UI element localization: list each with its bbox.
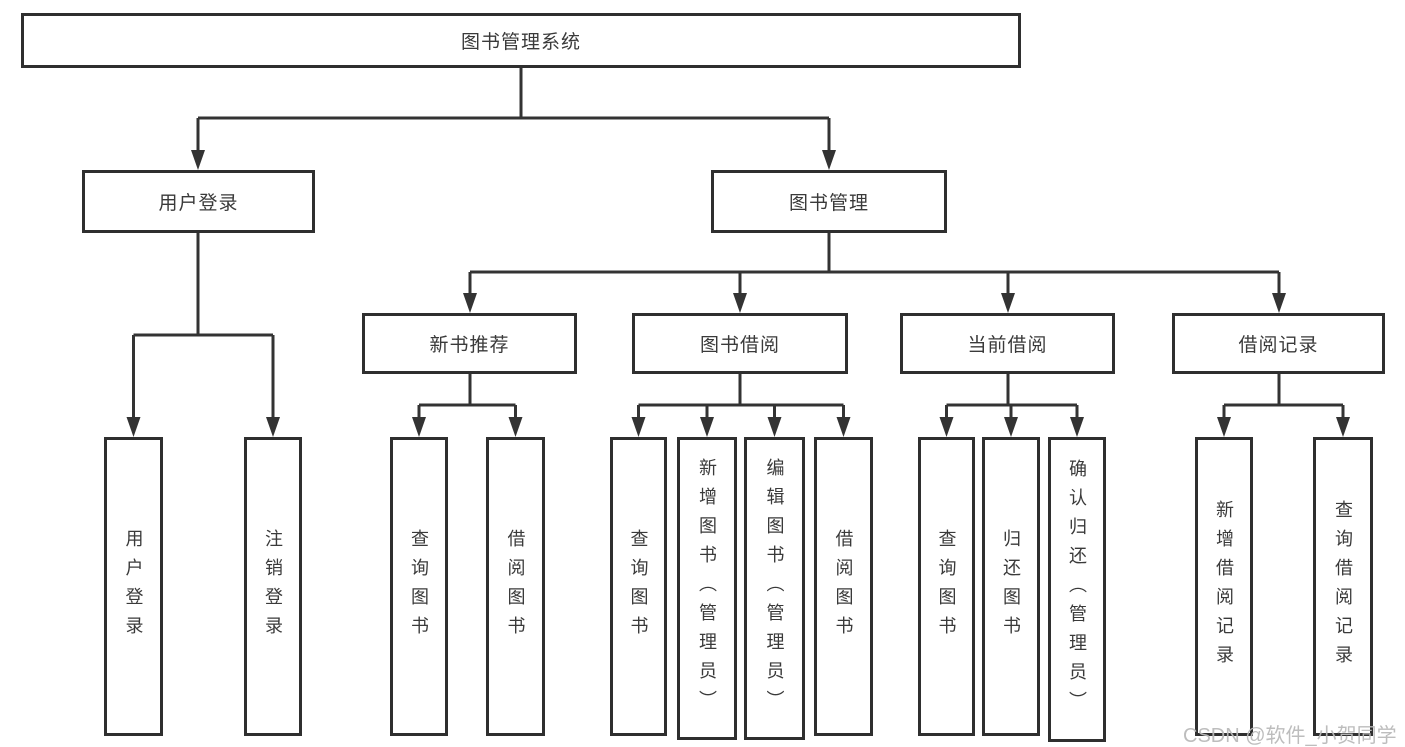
leaf-logout: 注销登录 <box>244 437 302 736</box>
arrowhead-group <box>126 150 1350 437</box>
leaf-return-book: 归还图书 <box>982 437 1040 736</box>
node-new-book-recommend: 新书推荐 <box>362 313 577 374</box>
node-current-borrow: 当前借阅 <box>900 313 1115 374</box>
leaf-edit-book-admin: 编辑图书（管理员） <box>744 437 805 740</box>
node-root-system: 图书管理系统 <box>21 13 1021 68</box>
node-borrow-records: 借阅记录 <box>1172 313 1385 374</box>
leaf-add-book-admin: 新增图书（管理员） <box>677 437 737 740</box>
node-book-borrow: 图书借阅 <box>632 313 848 374</box>
node-book-management: 图书管理 <box>711 170 947 233</box>
leaf-borrow-books-2: 借阅图书 <box>814 437 873 736</box>
leaf-confirm-return-admin: 确认归还（管理员） <box>1048 437 1106 742</box>
leaf-user-login: 用户登录 <box>104 437 163 736</box>
leaf-add-borrow-record: 新增借阅记录 <box>1195 437 1253 736</box>
leaf-query-borrow-record: 查询借阅记录 <box>1313 437 1373 736</box>
leaf-borrow-books-recommend: 借阅图书 <box>486 437 545 736</box>
node-user-login: 用户登录 <box>82 170 315 233</box>
leaf-query-books-recommend: 查询图书 <box>390 437 448 736</box>
leaf-query-books-current: 查询图书 <box>918 437 975 736</box>
leaf-query-books-borrow: 查询图书 <box>610 437 667 736</box>
